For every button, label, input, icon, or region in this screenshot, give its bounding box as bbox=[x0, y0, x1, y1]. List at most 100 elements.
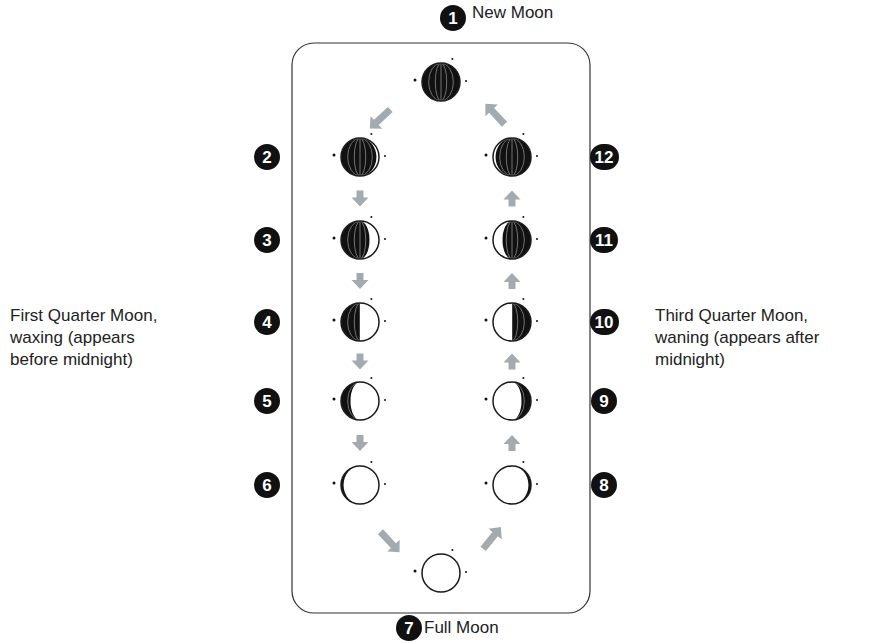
moon-phase bbox=[414, 549, 468, 592]
star-dot bbox=[333, 319, 336, 322]
moon-disc bbox=[493, 138, 531, 176]
cycle-arrow bbox=[352, 435, 369, 451]
callout-number: 5 bbox=[254, 388, 280, 414]
callout-number: 8 bbox=[591, 472, 617, 498]
moon-outline bbox=[422, 63, 460, 101]
callout-number-text: 2 bbox=[262, 149, 271, 166]
phase-name: Full Moon bbox=[424, 617, 499, 639]
star-dot bbox=[370, 133, 372, 135]
callout-number-text: 11 bbox=[595, 232, 613, 249]
callout-number-text: 1 bbox=[448, 10, 457, 27]
moon-phase bbox=[485, 377, 539, 420]
moon-phase bbox=[485, 216, 539, 259]
star-dot bbox=[451, 549, 453, 551]
moon-phase bbox=[414, 58, 468, 101]
star-dot bbox=[522, 298, 524, 300]
star-dot bbox=[370, 461, 372, 463]
star-dot bbox=[333, 154, 336, 157]
star-dot bbox=[522, 377, 524, 379]
moon-shadow bbox=[493, 466, 531, 504]
cycle-arrow bbox=[504, 191, 521, 207]
callout-number: 4 bbox=[254, 309, 280, 335]
star-dot bbox=[384, 399, 386, 401]
callout-number-text: 3 bbox=[262, 232, 271, 249]
moon-phase bbox=[333, 216, 387, 259]
callout-number: 12 bbox=[590, 144, 619, 170]
moon-outline bbox=[341, 138, 379, 176]
star-dot bbox=[451, 58, 453, 60]
cycle-arrow bbox=[352, 354, 369, 370]
callout-number-text: 8 bbox=[599, 477, 608, 494]
moon-disc bbox=[493, 221, 531, 259]
callout-number: 2 bbox=[254, 144, 280, 170]
cycle-arrow bbox=[352, 191, 369, 207]
cycle-arrow bbox=[374, 526, 406, 558]
star-dot bbox=[465, 80, 467, 82]
moon-shadow bbox=[341, 303, 379, 341]
moon-disc bbox=[341, 382, 379, 420]
callout-number: 7 bbox=[396, 615, 422, 641]
star-dot bbox=[333, 398, 336, 401]
moon-phase bbox=[333, 298, 387, 341]
moon-shadow bbox=[493, 303, 531, 341]
star-dot bbox=[485, 398, 488, 401]
moon-outline bbox=[422, 554, 460, 592]
moon-outline bbox=[493, 221, 531, 259]
phase-name: New Moon bbox=[472, 2, 553, 24]
star-dot bbox=[384, 483, 386, 485]
moon-outline bbox=[493, 303, 531, 341]
moon-shadow bbox=[493, 382, 531, 420]
moon-shadow bbox=[341, 466, 379, 504]
star-dot bbox=[485, 482, 488, 485]
moon-phase bbox=[333, 377, 387, 420]
moon-disc bbox=[341, 466, 379, 504]
moon-disc bbox=[422, 63, 460, 101]
moon-shadow bbox=[493, 221, 531, 259]
star-dot bbox=[485, 319, 488, 322]
cycle-arrow bbox=[477, 522, 508, 554]
callout-number-text: 4 bbox=[262, 314, 271, 331]
moon-disc bbox=[341, 138, 379, 176]
star-dot bbox=[384, 238, 386, 240]
star-dot bbox=[384, 155, 386, 157]
star-dot bbox=[414, 570, 417, 573]
star-dot bbox=[522, 133, 524, 135]
moon-phase bbox=[485, 461, 539, 504]
star-dot bbox=[485, 237, 488, 240]
callout-number-text: 10 bbox=[595, 314, 614, 331]
cycle-arrow bbox=[479, 98, 511, 130]
phase-note: Third Quarter Moon, waning (appears afte… bbox=[655, 305, 840, 371]
moon-outline bbox=[341, 221, 379, 259]
cycle-arrow bbox=[504, 354, 521, 370]
cycle-arrow bbox=[352, 273, 369, 289]
star-dot bbox=[522, 216, 524, 218]
moon-shadow bbox=[493, 138, 531, 176]
moon-disc bbox=[422, 554, 460, 592]
callout-number: 10 bbox=[590, 309, 619, 335]
star-dot bbox=[384, 320, 386, 322]
star-dot bbox=[333, 482, 336, 485]
callout-number-text: 7 bbox=[404, 620, 413, 637]
star-dot bbox=[536, 238, 538, 240]
star-dot bbox=[536, 483, 538, 485]
moon-outline bbox=[341, 466, 379, 504]
moon-outline bbox=[341, 382, 379, 420]
star-dot bbox=[370, 377, 372, 379]
callout-number: 3 bbox=[254, 227, 280, 253]
callout-number: 9 bbox=[591, 388, 617, 414]
moon-outline bbox=[341, 303, 379, 341]
star-dot bbox=[536, 155, 538, 157]
phase-note: First Quarter Moon, waxing (appears befo… bbox=[10, 305, 185, 371]
moon-outline bbox=[493, 138, 531, 176]
cycle-arrow bbox=[504, 273, 521, 289]
callout-number: 1 bbox=[440, 5, 466, 31]
callout-number: 6 bbox=[254, 472, 280, 498]
moon-shadow bbox=[341, 138, 379, 176]
star-dot bbox=[536, 320, 538, 322]
moon-shadow bbox=[422, 63, 460, 101]
moon-shadow bbox=[341, 382, 379, 420]
moon-phase bbox=[485, 298, 539, 341]
callout-number-text: 5 bbox=[262, 393, 271, 410]
star-dot bbox=[536, 399, 538, 401]
moon-disc bbox=[493, 303, 531, 341]
